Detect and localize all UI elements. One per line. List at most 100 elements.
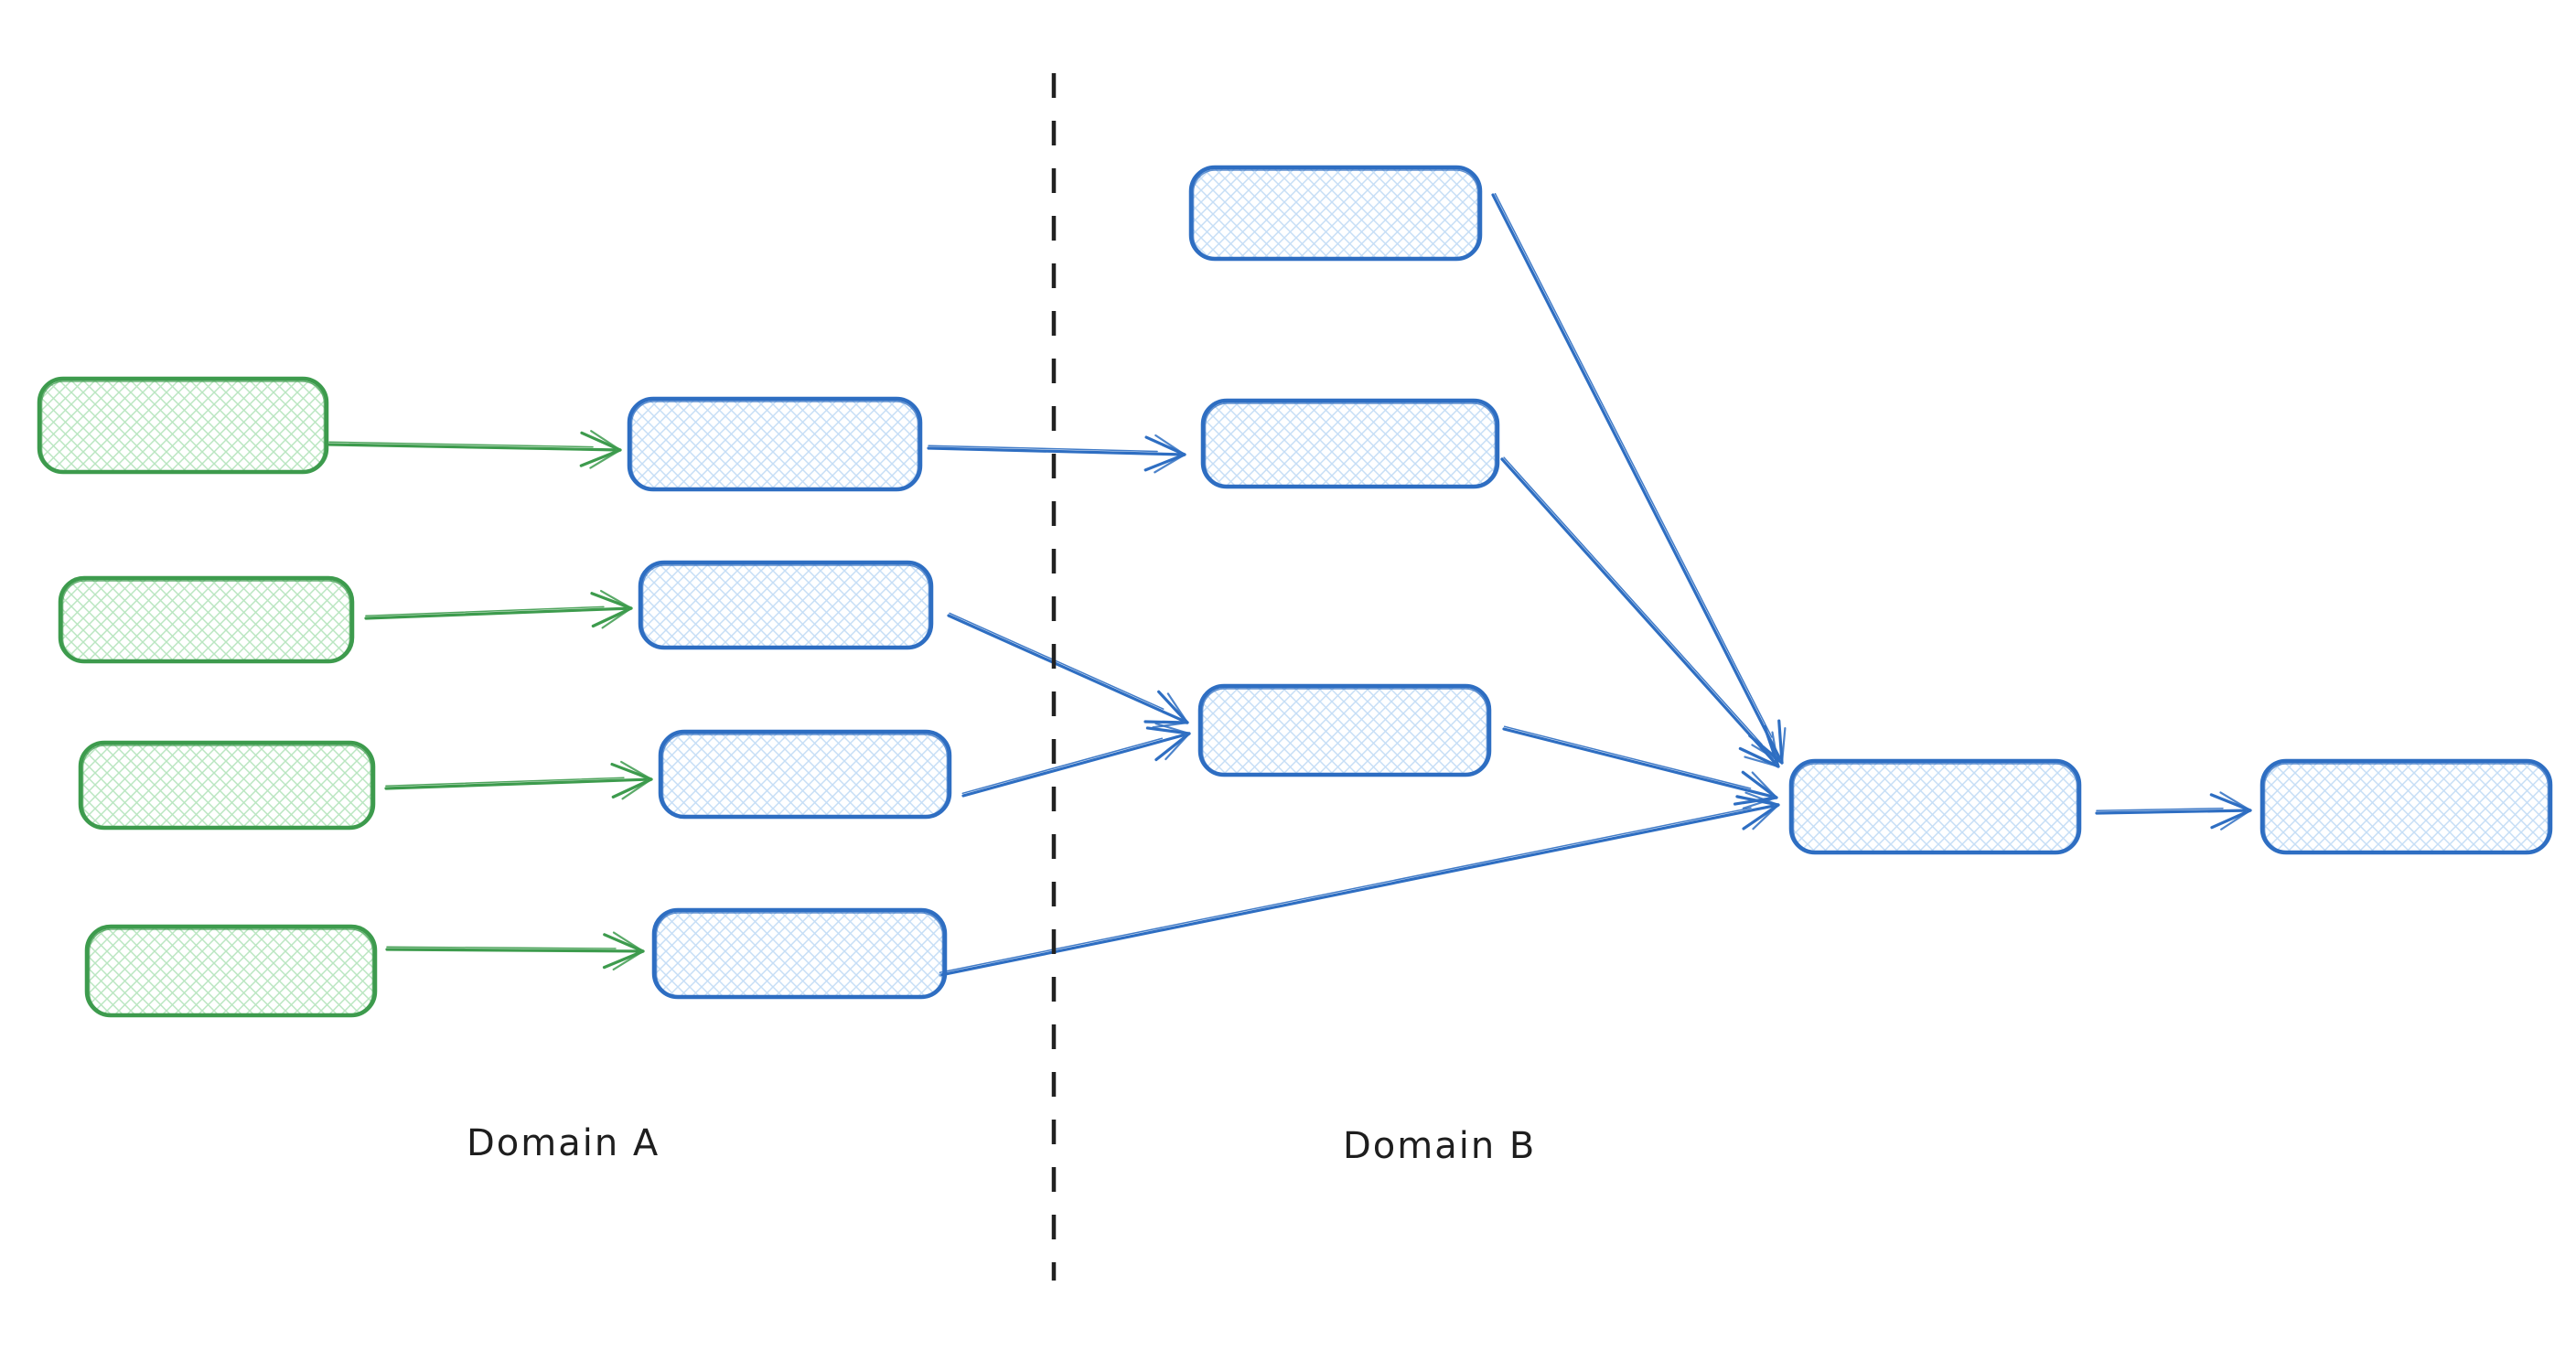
edge-join-to-final-sketch-stroke <box>2096 807 2224 811</box>
node-green-3[interactable] <box>78 740 376 831</box>
node-blue-a2[interactable] <box>638 560 934 650</box>
edge-b2-to-join[interactable] <box>1500 456 1780 768</box>
edge-b3-to-join-arrowhead-barb <box>1741 770 1778 799</box>
edge-a1-to-b2-arrowhead-barb <box>1154 434 1186 456</box>
node-green-1[interactable] <box>37 376 329 475</box>
node-blue-a1-body <box>627 396 923 492</box>
edge-a2-to-b3-sketch-stroke <box>949 612 1165 710</box>
edge-a2-to-b3-shaft <box>947 614 1185 723</box>
node-green-4-body <box>84 924 378 1018</box>
edge-g4-to-a4-arrowhead-barb <box>603 933 645 953</box>
edge-a3-to-b3[interactable] <box>961 722 1191 798</box>
edge-a3-to-b3-sketch-stroke <box>961 737 1164 795</box>
edge-a4-to-join-shaft <box>939 804 1775 977</box>
edge-g3-to-a3[interactable] <box>384 760 653 800</box>
edge-b1-to-join[interactable] <box>1491 192 1787 765</box>
edge-g4-to-a4-arrowhead-barb <box>612 949 645 971</box>
node-green-1-sketch-outline <box>40 381 326 472</box>
edge-g2-to-a2[interactable] <box>364 589 633 629</box>
edge-g1-to-a1[interactable] <box>327 430 622 469</box>
edge-a1-to-b2-sketch-stroke <box>928 445 1158 453</box>
edge-g2-to-a2-arrowhead-barb <box>601 606 633 629</box>
edge-b3-to-join-arrowhead-barb <box>1733 796 1778 806</box>
edge-a1-to-b2[interactable] <box>927 434 1186 474</box>
edge-g2-to-a2-arrowhead-barb <box>590 592 633 610</box>
edge-g1-to-a1-arrowhead-barb <box>589 448 622 469</box>
node-blue-b3-sketch-outline <box>1201 688 1488 775</box>
node-blue-b2[interactable] <box>1200 398 1500 489</box>
edge-a1-to-b2-arrowhead-barb <box>1144 435 1186 456</box>
edge-g1-to-a1-arrowhead-barb <box>590 430 622 452</box>
edge-a3-to-b3-arrowhead-barb <box>1154 732 1191 762</box>
edge-a2-to-b3[interactable] <box>947 612 1189 729</box>
edge-a4-to-join-arrowhead-barb <box>1752 803 1780 831</box>
domain-b-label[interactable]: Domain B <box>1343 1125 1536 1167</box>
edge-g3-to-a3-sketch-stroke <box>385 777 625 787</box>
edge-a4-to-join-arrowhead-barb <box>1742 803 1780 831</box>
node-blue-final-sketch-outline <box>2263 763 2549 852</box>
edge-g1-to-a1-arrowhead-barb <box>579 448 622 467</box>
node-blue-join[interactable] <box>1788 758 2082 855</box>
node-blue-b2-sketch-outline <box>1204 402 1497 487</box>
node-blue-a3-body <box>658 729 952 820</box>
edge-a2-to-b3-arrowhead-barb <box>1166 692 1189 724</box>
node-blue-a3-sketch-outline <box>661 734 949 817</box>
edge-a2-to-b3-arrowhead-barb <box>1143 720 1189 724</box>
edge-g4-to-a4-arrowhead-barb <box>602 949 645 970</box>
node-green-4[interactable] <box>84 924 378 1018</box>
node-green-4-sketch-outline <box>88 928 374 1015</box>
edge-a2-to-b3-arrowhead-barb <box>1152 721 1189 729</box>
edge-a2-to-b3-arrowhead-barb <box>1157 690 1189 724</box>
edge-g2-to-a2-shaft <box>364 606 628 620</box>
edge-g1-to-a1-arrowhead-barb <box>580 431 622 452</box>
edge-g3-to-a3-arrowhead-barb <box>621 777 653 800</box>
domain-a-label[interactable]: Domain A <box>467 1122 660 1164</box>
edge-a1-to-b2-shaft <box>927 446 1181 456</box>
edge-g2-to-a2-arrowhead-barb <box>591 606 633 628</box>
node-green-3-body <box>78 740 376 831</box>
edge-b3-to-join-shaft <box>1502 727 1773 799</box>
edge-join-to-final[interactable] <box>2095 791 2252 831</box>
node-blue-join-body <box>1788 758 2082 855</box>
edges-layer <box>327 192 2252 977</box>
edge-a4-to-join-sketch-stroke <box>939 807 1752 974</box>
edge-b1-to-join-sketch-stroke <box>1494 192 1773 738</box>
node-blue-b1-sketch-outline <box>1192 169 1479 259</box>
node-blue-a3[interactable] <box>658 729 952 820</box>
node-blue-final-body <box>2259 758 2553 855</box>
edge-b3-to-join[interactable] <box>1502 725 1778 809</box>
edge-join-to-final-arrowhead-barb <box>2220 809 2252 831</box>
edge-b2-to-join-arrowhead-barb <box>1744 756 1780 768</box>
edge-b2-to-join-sketch-stroke <box>1503 456 1763 745</box>
node-green-3-sketch-outline <box>81 745 372 828</box>
edge-g3-to-a3-arrowhead-barb <box>610 762 653 781</box>
edge-b1-to-join-arrowhead-barb <box>1780 727 1787 765</box>
edge-g4-to-a4[interactable] <box>385 931 645 971</box>
node-green-2-body <box>58 575 355 664</box>
node-blue-b1-body <box>1188 165 1483 262</box>
node-blue-a1-sketch-outline <box>630 401 919 489</box>
edge-a4-to-join[interactable] <box>939 791 1780 977</box>
node-blue-b3-body <box>1197 683 1492 777</box>
node-blue-final[interactable] <box>2259 758 2553 855</box>
edge-b1-to-join-shaft <box>1491 193 1781 760</box>
edge-g4-to-a4-sketch-stroke <box>386 946 617 949</box>
node-green-2[interactable] <box>58 575 355 664</box>
edge-join-to-final-arrowhead-barb <box>2209 793 2252 812</box>
edge-b1-to-join-arrowhead-barb <box>1777 719 1784 765</box>
node-blue-a4-body <box>651 907 948 1000</box>
edge-b2-to-join-arrowhead-barb <box>1771 731 1780 768</box>
node-blue-b3[interactable] <box>1197 683 1492 777</box>
node-blue-b1[interactable] <box>1188 165 1483 262</box>
edge-a3-to-b3-arrowhead-barb <box>1165 732 1191 761</box>
edge-a3-to-b3-arrowhead-barb <box>1154 722 1191 735</box>
node-blue-join-sketch-outline <box>1792 763 2078 852</box>
node-blue-a4[interactable] <box>651 907 948 1000</box>
node-green-1-body <box>37 376 329 475</box>
node-blue-a2-body <box>638 560 934 650</box>
edge-a3-to-b3-shaft <box>961 733 1186 798</box>
node-blue-a1[interactable] <box>627 396 923 492</box>
edge-g1-to-a1-shaft <box>327 443 617 452</box>
edge-g3-to-a3-shaft <box>384 777 648 790</box>
